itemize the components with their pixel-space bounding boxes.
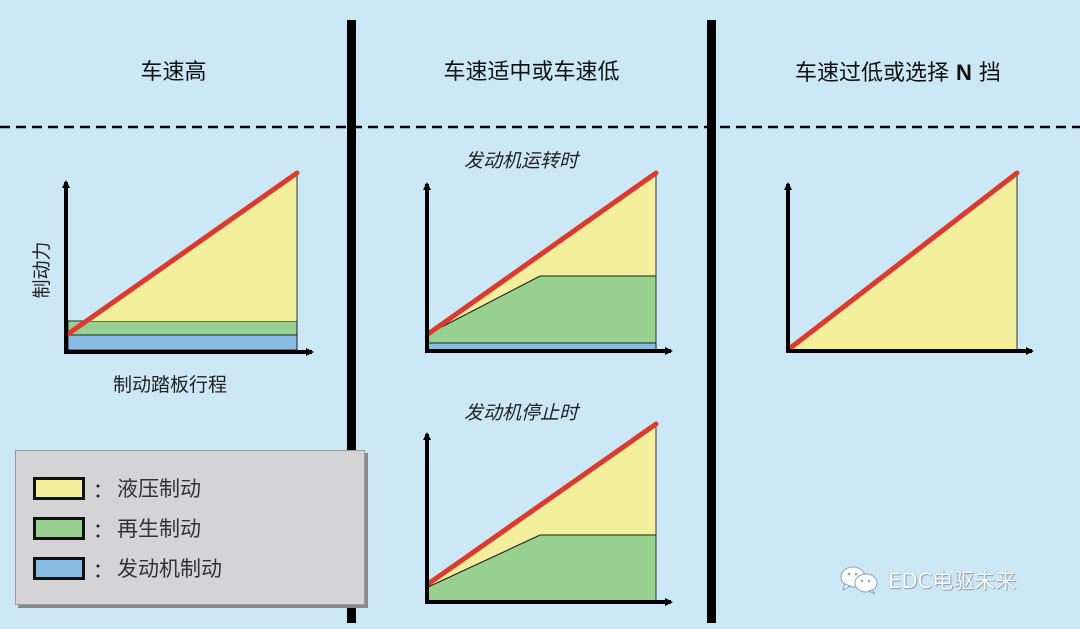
heading-suffix: 挡 [971, 61, 1001, 86]
legend-separator: ： [93, 477, 113, 502]
heading-text: 车速适中或车速低 [443, 60, 620, 85]
heading-high-speed: 车速高 [0, 56, 347, 90]
legend-separator: ： [93, 557, 113, 582]
regen-brake-band [67, 320, 298, 336]
legend-item-hydraulic: ： 液压制动 [33, 476, 201, 502]
column-divider-1 [347, 20, 356, 623]
heading-text: 车速过低或选择 [795, 61, 957, 86]
wechat-icon [840, 566, 878, 595]
subtitle-engine-running: 发动机运转时 [464, 150, 579, 172]
regenerative-swatch [33, 516, 85, 540]
chart-engine-running [423, 170, 673, 355]
heading-moderate-low-speed: 车速适中或车速低 [356, 56, 707, 90]
legend-separator: ： [93, 517, 113, 542]
legend-item-regenerative: ： 再生制动 [33, 516, 201, 542]
y-axis-label: 制动力 [31, 241, 53, 299]
total-brake-force-line [65, 170, 300, 337]
engine-brake-band [67, 334, 298, 351]
legend-box: ： 液压制动 ： 再生制动 ： 发动机制动 [15, 450, 365, 605]
subtitle-engine-stopped: 发动机停止时 [464, 402, 579, 424]
hydraulic-swatch [33, 476, 85, 500]
engine-brake-band [427, 342, 657, 351]
chart-high-speed [62, 170, 314, 356]
watermark-text: EDC电驱未来 [888, 569, 1017, 593]
watermark: EDC电驱未来 [838, 565, 1016, 595]
total-brake-force-line [425, 421, 659, 587]
total-brake-force-line [786, 170, 1020, 352]
legend-label: 发动机制动 [117, 557, 222, 581]
chart-neutral-gear [784, 170, 1034, 355]
engine-swatch [33, 556, 85, 580]
legend-item-engine: ： 发动机制动 [33, 556, 222, 582]
heading-text: 车速高 [140, 60, 207, 85]
chart-engine-stopped [423, 421, 673, 606]
legend-label: 液压制动 [117, 477, 201, 501]
x-axis-label: 制动踏板行程 [113, 374, 228, 396]
heading-very-low-speed-n-gear: 车速过低或选择 N 挡 [716, 56, 1080, 90]
column-divider-2 [707, 20, 716, 623]
legend-label: 再生制动 [117, 517, 201, 541]
gear-letter: N [956, 60, 972, 85]
total-brake-force-line [425, 170, 659, 337]
